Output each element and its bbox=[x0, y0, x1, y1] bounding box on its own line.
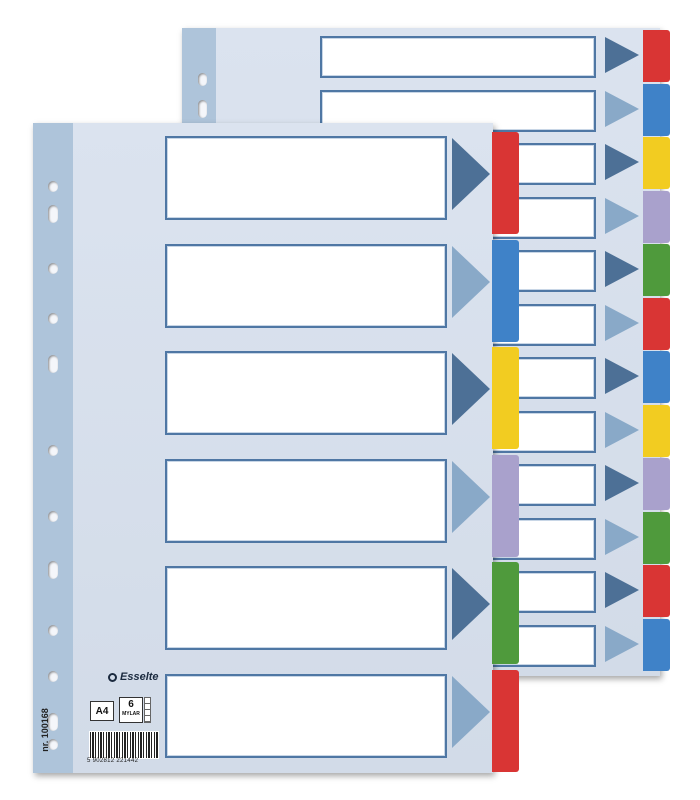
tab-yellow bbox=[643, 137, 670, 189]
tab-material: MYLAR bbox=[122, 711, 140, 717]
punch-hole bbox=[48, 445, 58, 456]
barcode bbox=[89, 731, 159, 759]
label-field bbox=[320, 36, 596, 78]
arrow-icon bbox=[605, 304, 639, 341]
punch-hole bbox=[48, 355, 58, 373]
arrow-icon bbox=[452, 460, 490, 533]
arrow-icon bbox=[605, 197, 639, 234]
label-field bbox=[165, 673, 447, 758]
tab-red bbox=[492, 132, 519, 234]
tab-count-label: 6 MYLAR bbox=[119, 697, 143, 723]
tab-green bbox=[643, 511, 670, 564]
arrow-icon bbox=[452, 568, 490, 640]
arrow-icon bbox=[605, 90, 639, 127]
arrow-icon bbox=[605, 358, 639, 394]
tab-yellow bbox=[643, 404, 670, 457]
arrow-icon bbox=[605, 251, 639, 287]
tab-blue bbox=[492, 239, 519, 342]
punch-hole bbox=[48, 713, 58, 731]
tab-red bbox=[643, 30, 670, 82]
label-field bbox=[165, 566, 447, 650]
front-divider-sheet: Esselte A4 6 MYLAR 5 902812 221442 nr. 1… bbox=[33, 123, 493, 773]
arrow-icon bbox=[605, 144, 639, 180]
tab-lilac bbox=[492, 454, 519, 557]
label-field bbox=[165, 243, 447, 328]
arrow-icon bbox=[452, 675, 490, 748]
esselte-logo: Esselte bbox=[108, 671, 159, 683]
tab-blue bbox=[643, 83, 670, 136]
punch-hole bbox=[48, 263, 58, 274]
label-field bbox=[165, 351, 447, 435]
arrow-icon bbox=[452, 245, 490, 318]
punch-hole bbox=[48, 671, 58, 682]
label-field bbox=[165, 136, 447, 220]
tab-lilac bbox=[643, 458, 670, 510]
tab-lilac bbox=[643, 190, 670, 243]
paper-size-label: A4 bbox=[90, 701, 114, 721]
punch-hole bbox=[48, 561, 58, 579]
punch-hole bbox=[48, 205, 58, 223]
tab-red bbox=[492, 669, 519, 772]
punch-hole bbox=[48, 181, 58, 192]
arrow-icon bbox=[452, 138, 490, 210]
tab-red bbox=[643, 297, 670, 350]
tab-green bbox=[643, 244, 670, 296]
arrow-icon bbox=[605, 465, 639, 501]
tab-indicator-icon bbox=[144, 697, 151, 723]
punch-hole bbox=[48, 625, 58, 636]
tab-blue bbox=[643, 351, 670, 403]
arrow-icon bbox=[605, 625, 639, 662]
arrow-icon bbox=[605, 411, 639, 448]
arrow-icon bbox=[605, 572, 639, 608]
punch-hole bbox=[48, 313, 58, 324]
arrow-icon bbox=[452, 353, 490, 425]
punch-hole bbox=[198, 100, 207, 118]
barcode-number: 5 902812 221442 bbox=[87, 758, 139, 764]
tab-green bbox=[492, 562, 519, 664]
arrow-icon bbox=[605, 37, 639, 73]
tab-yellow bbox=[492, 347, 519, 449]
arrow-icon bbox=[605, 518, 639, 555]
brand-name: Esselte bbox=[120, 671, 159, 683]
tab-red bbox=[643, 565, 670, 617]
esselte-logo-icon bbox=[108, 672, 117, 682]
label-field bbox=[165, 458, 447, 543]
punch-hole bbox=[48, 511, 58, 522]
tab-count: 6 bbox=[128, 699, 134, 710]
punch-hole bbox=[198, 73, 207, 86]
tab-blue bbox=[643, 618, 670, 671]
product-number: nr. 100168 bbox=[39, 708, 50, 752]
punch-hole bbox=[48, 739, 58, 750]
